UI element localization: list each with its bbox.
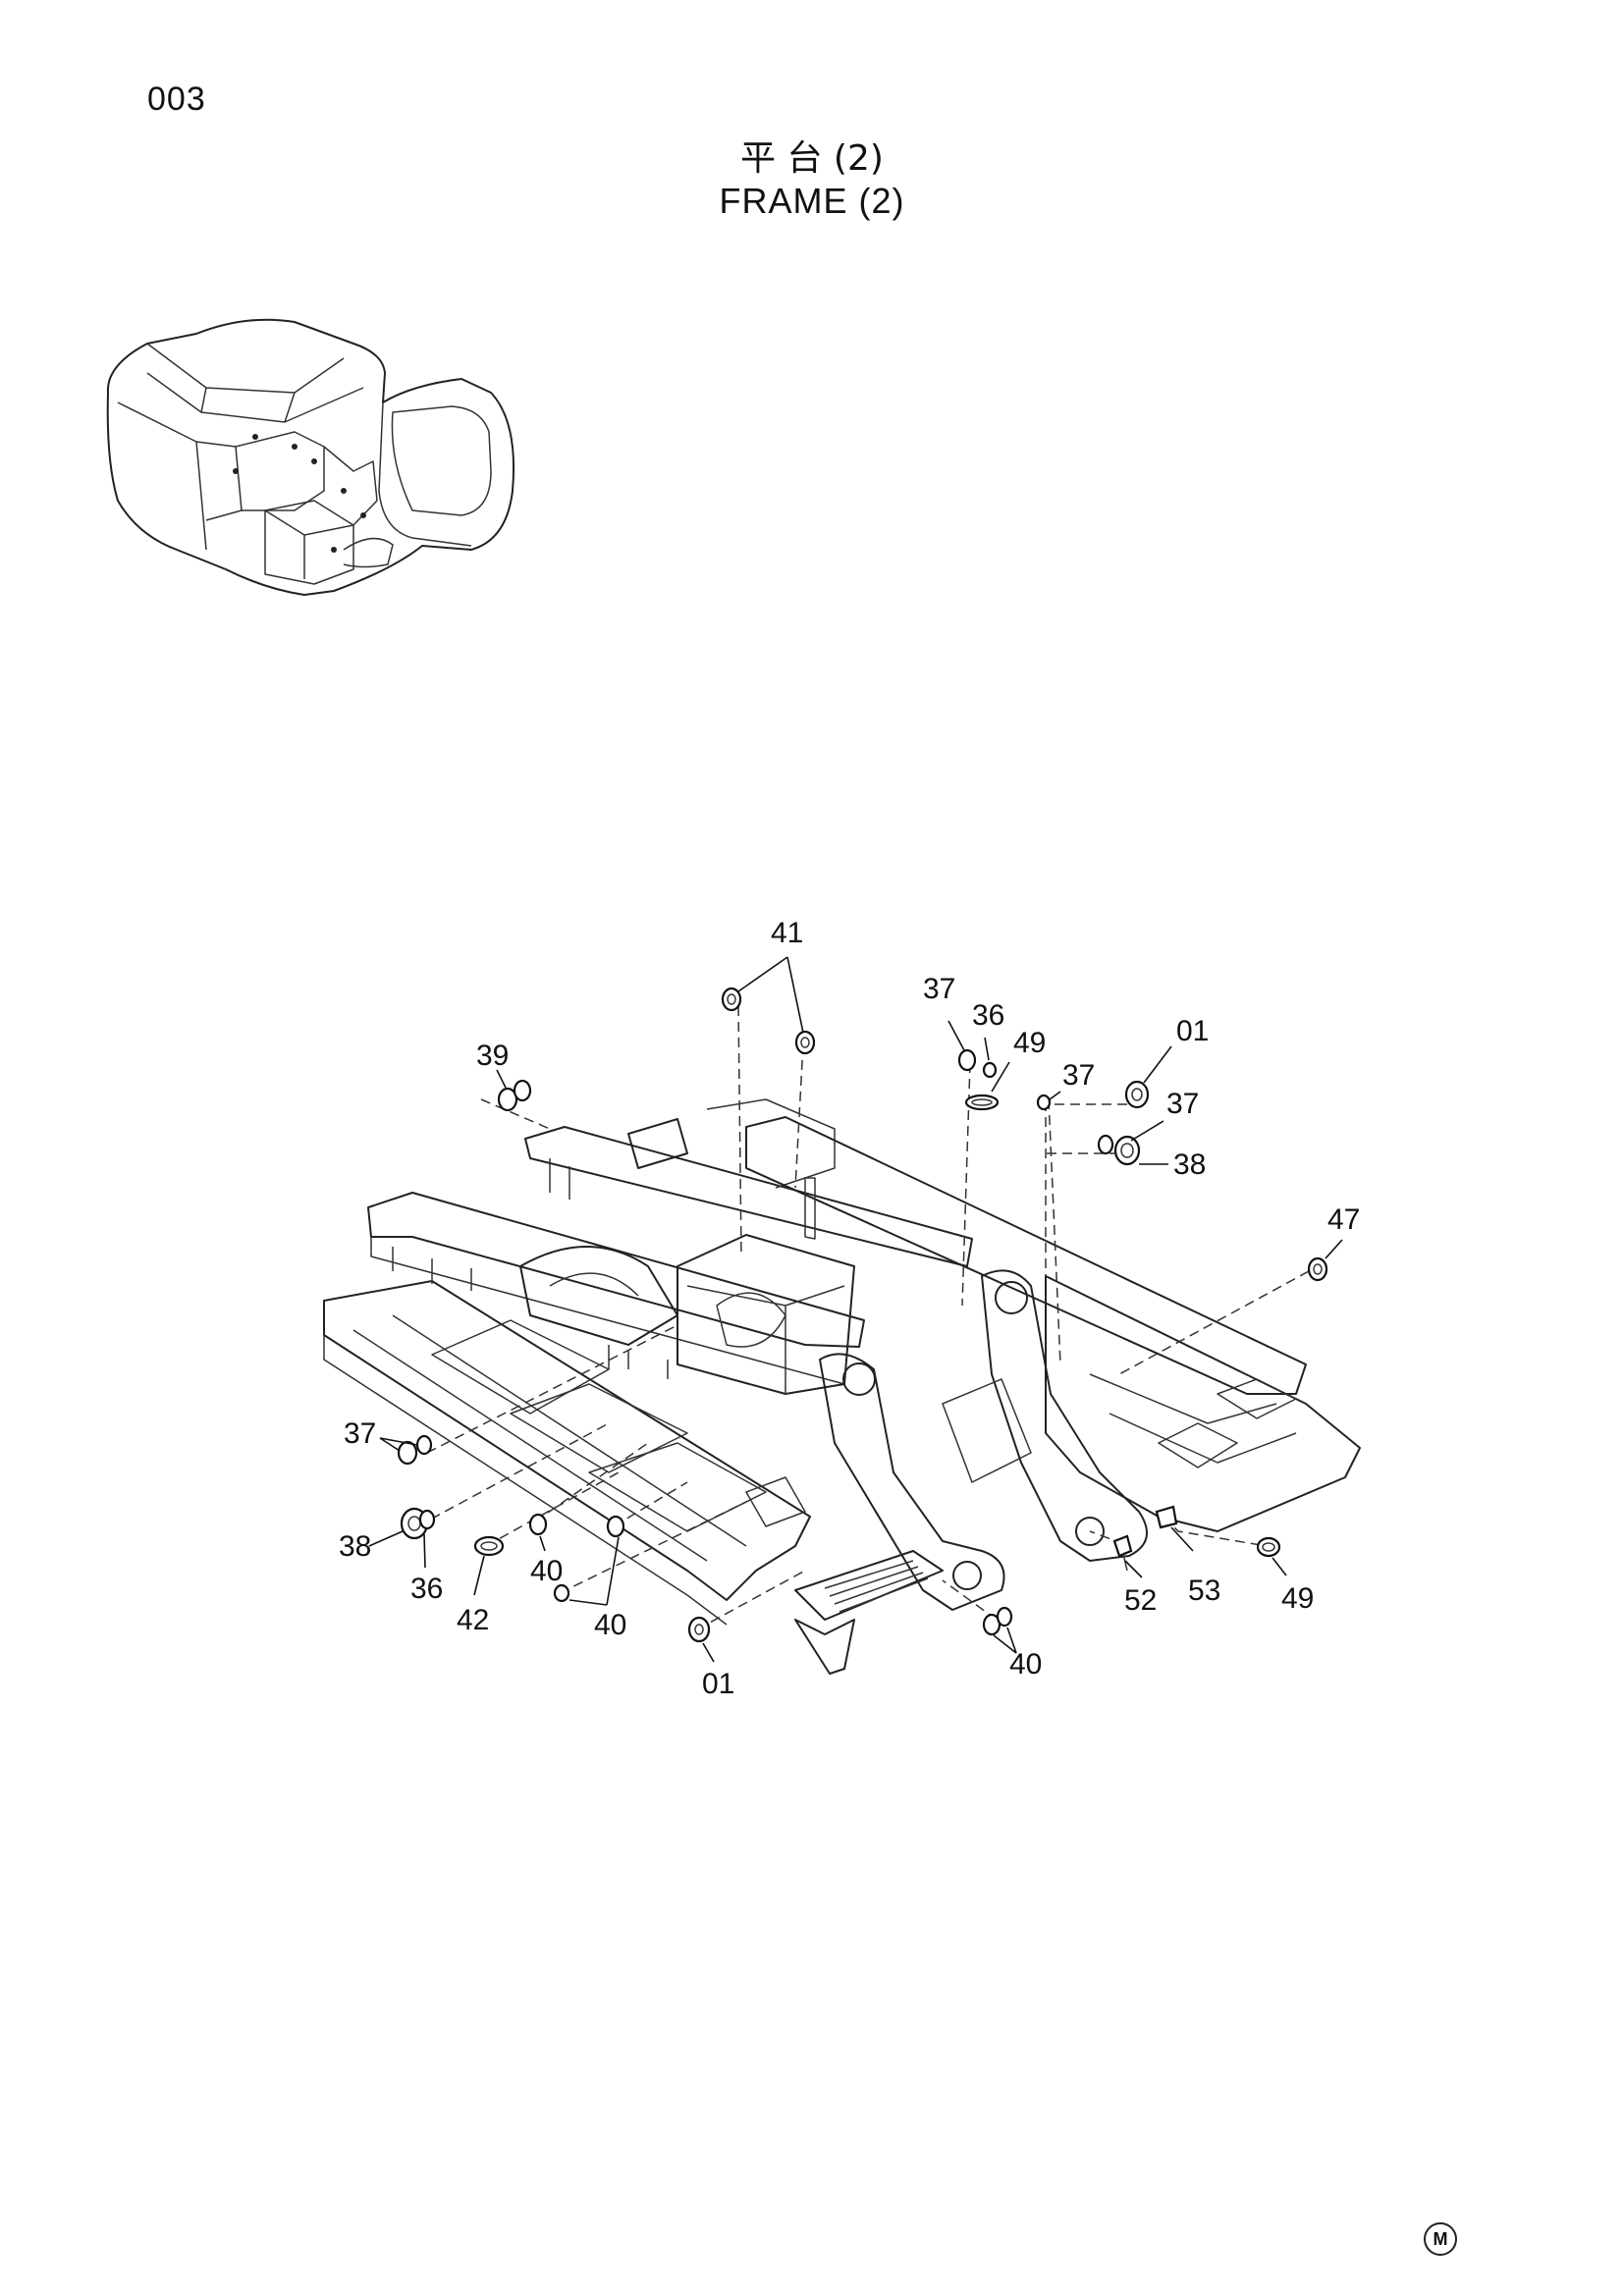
callout-label: 53 [1188,1575,1220,1607]
main-frame-drawing [323,1098,1361,1675]
page-title-english: FRAME (2) [719,181,905,221]
callout-label: 01 [702,1668,734,1700]
callout-label: 37 [1062,1059,1095,1092]
callout-label: 49 [1013,1027,1046,1059]
callout-label: 40 [1009,1648,1042,1681]
callout-label: 42 [457,1604,489,1636]
callout-label: 49 [1281,1582,1314,1615]
page-title-chinese: 平 台 (2) [740,138,884,179]
callout-label: 37 [1166,1088,1199,1120]
leader-lines [368,956,1343,1663]
callout-label: 38 [1173,1148,1206,1181]
callout-label: 41 [771,917,803,949]
callout-label: 37 [344,1417,376,1450]
callout-label: 47 [1327,1203,1360,1236]
callout-label: 40 [594,1609,626,1641]
callout-label: 40 [530,1555,563,1587]
callout-label: 38 [339,1530,371,1563]
parts [397,987,1328,1643]
machine-overview-thumbnail [106,318,515,596]
page-number: 003 [147,80,206,118]
callout-label: 39 [476,1040,509,1072]
callout-label: 36 [972,999,1004,1032]
callout-label: 36 [410,1573,443,1605]
callout-label: 52 [1124,1584,1157,1617]
callout-label: 37 [923,973,955,1005]
corner-logo-mark: M [1424,2222,1457,2256]
callout-label: 01 [1176,1015,1209,1047]
callout-labels: 41 37 36 49 37 01 37 38 39 47 37 38 36 4… [339,917,1360,1700]
